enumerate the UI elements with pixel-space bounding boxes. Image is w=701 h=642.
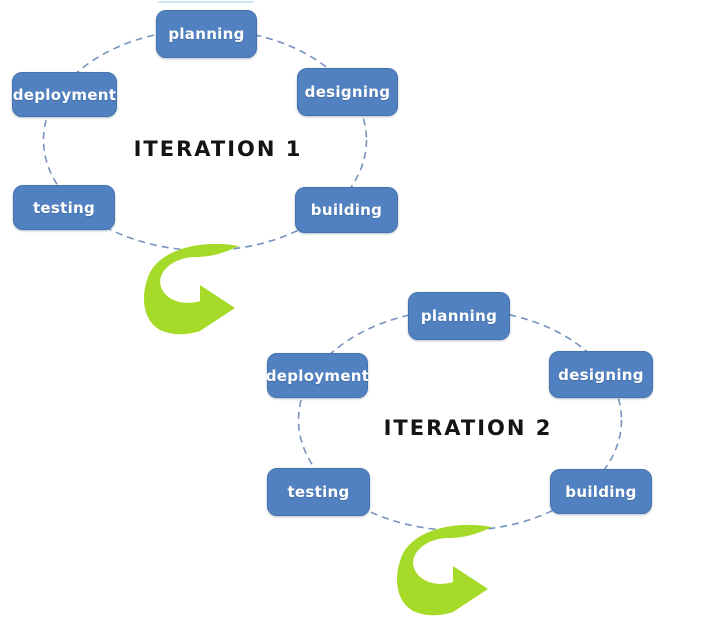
- next-iteration-arrow-icon: [144, 243, 239, 335]
- phase-label-building: building: [565, 482, 637, 501]
- phase-box-testing: testing: [13, 185, 115, 230]
- phase-label-testing: testing: [32, 198, 96, 217]
- cycle-dashed-ellipse: [297, 308, 623, 532]
- phase-box-building: building: [550, 469, 652, 514]
- iteration-1-label: ITERATION 1: [133, 137, 303, 161]
- phase-label-designing: designing: [558, 365, 644, 384]
- iteration-2-label: ITERATION 2: [383, 416, 553, 440]
- phase-box-deployment: deployment: [265, 353, 370, 398]
- phase-box-testing: testing: [267, 468, 370, 516]
- phase-label-designing: designing: [304, 83, 391, 101]
- phase-box-planning: planning: [156, 10, 257, 58]
- phase-label-building: building: [310, 201, 383, 219]
- phase-box-deployment: deployment: [12, 72, 117, 117]
- phase-label-planning: planning: [168, 25, 245, 43]
- phase-box-designing: designing: [549, 351, 653, 398]
- phase-label-planning: planning: [420, 307, 498, 325]
- cycle-dashed-ellipse: [42, 28, 368, 252]
- phase-box-building: building: [295, 187, 398, 233]
- phase-box-designing: designing: [297, 68, 398, 116]
- top-edge-line-artifact: [158, 1, 254, 3]
- phase-label-deployment: deployment: [12, 85, 117, 104]
- phase-label-testing: testing: [287, 483, 350, 501]
- phase-label-deployment: deployment: [265, 366, 370, 385]
- next-iteration-arrow-icon: [397, 524, 492, 616]
- phase-box-planning: planning: [408, 292, 510, 340]
